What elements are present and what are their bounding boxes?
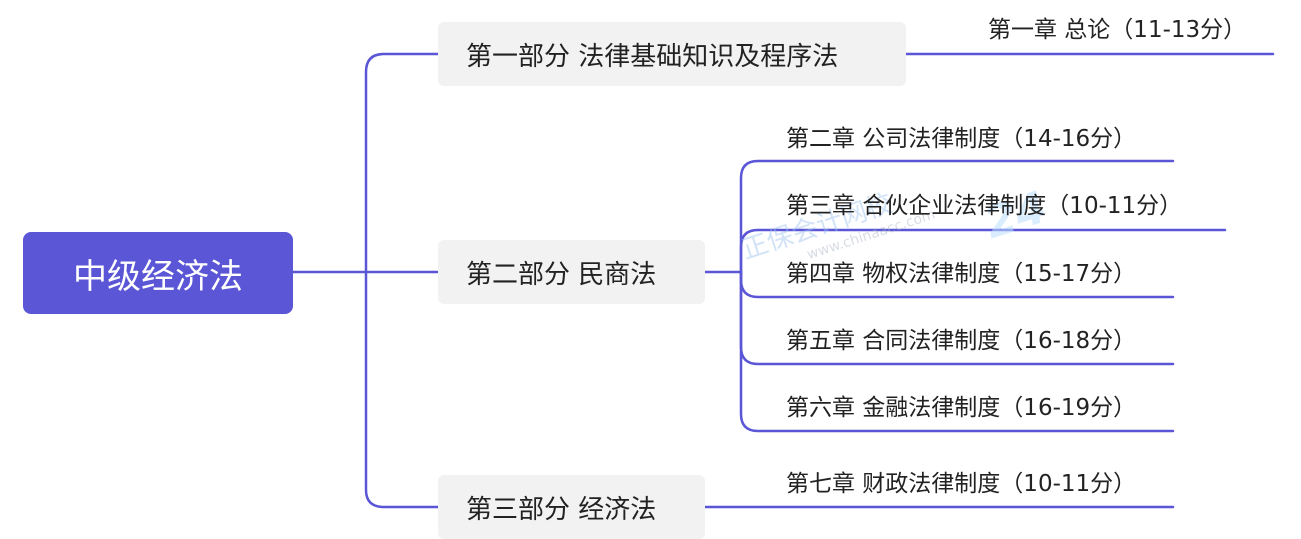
part-node-1[interactable]: 第一部分 法律基础知识及程序法 <box>438 22 906 86</box>
chapter-3[interactable]: 第三章 合伙企业法律制度（10-11分） <box>786 193 1183 219</box>
chapter-6[interactable]: 第六章 金融法律制度（16-19分） <box>786 395 1137 421</box>
link-root-part1 <box>364 52 440 274</box>
link-ch6 <box>739 270 1175 433</box>
chapter-1[interactable]: 第一章 总论（11-13分） <box>988 17 1247 43</box>
chapter-5[interactable]: 第五章 合同法律制度（16-18分） <box>786 328 1137 354</box>
part-node-2[interactable]: 第二部分 民商法 <box>438 240 705 304</box>
root-node[interactable]: 中级经济法 <box>23 232 293 314</box>
chapter-4[interactable]: 第四章 物权法律制度（15-17分） <box>786 261 1137 287</box>
link-root-part3 <box>364 270 440 509</box>
chapter-2[interactable]: 第二章 公司法律制度（14-16分） <box>786 126 1137 152</box>
link-ch2 <box>739 159 1175 274</box>
chapter-7[interactable]: 第七章 财政法律制度（10-11分） <box>786 471 1137 497</box>
link-ch3 <box>739 228 1227 274</box>
part-node-3[interactable]: 第三部分 经济法 <box>438 475 705 539</box>
